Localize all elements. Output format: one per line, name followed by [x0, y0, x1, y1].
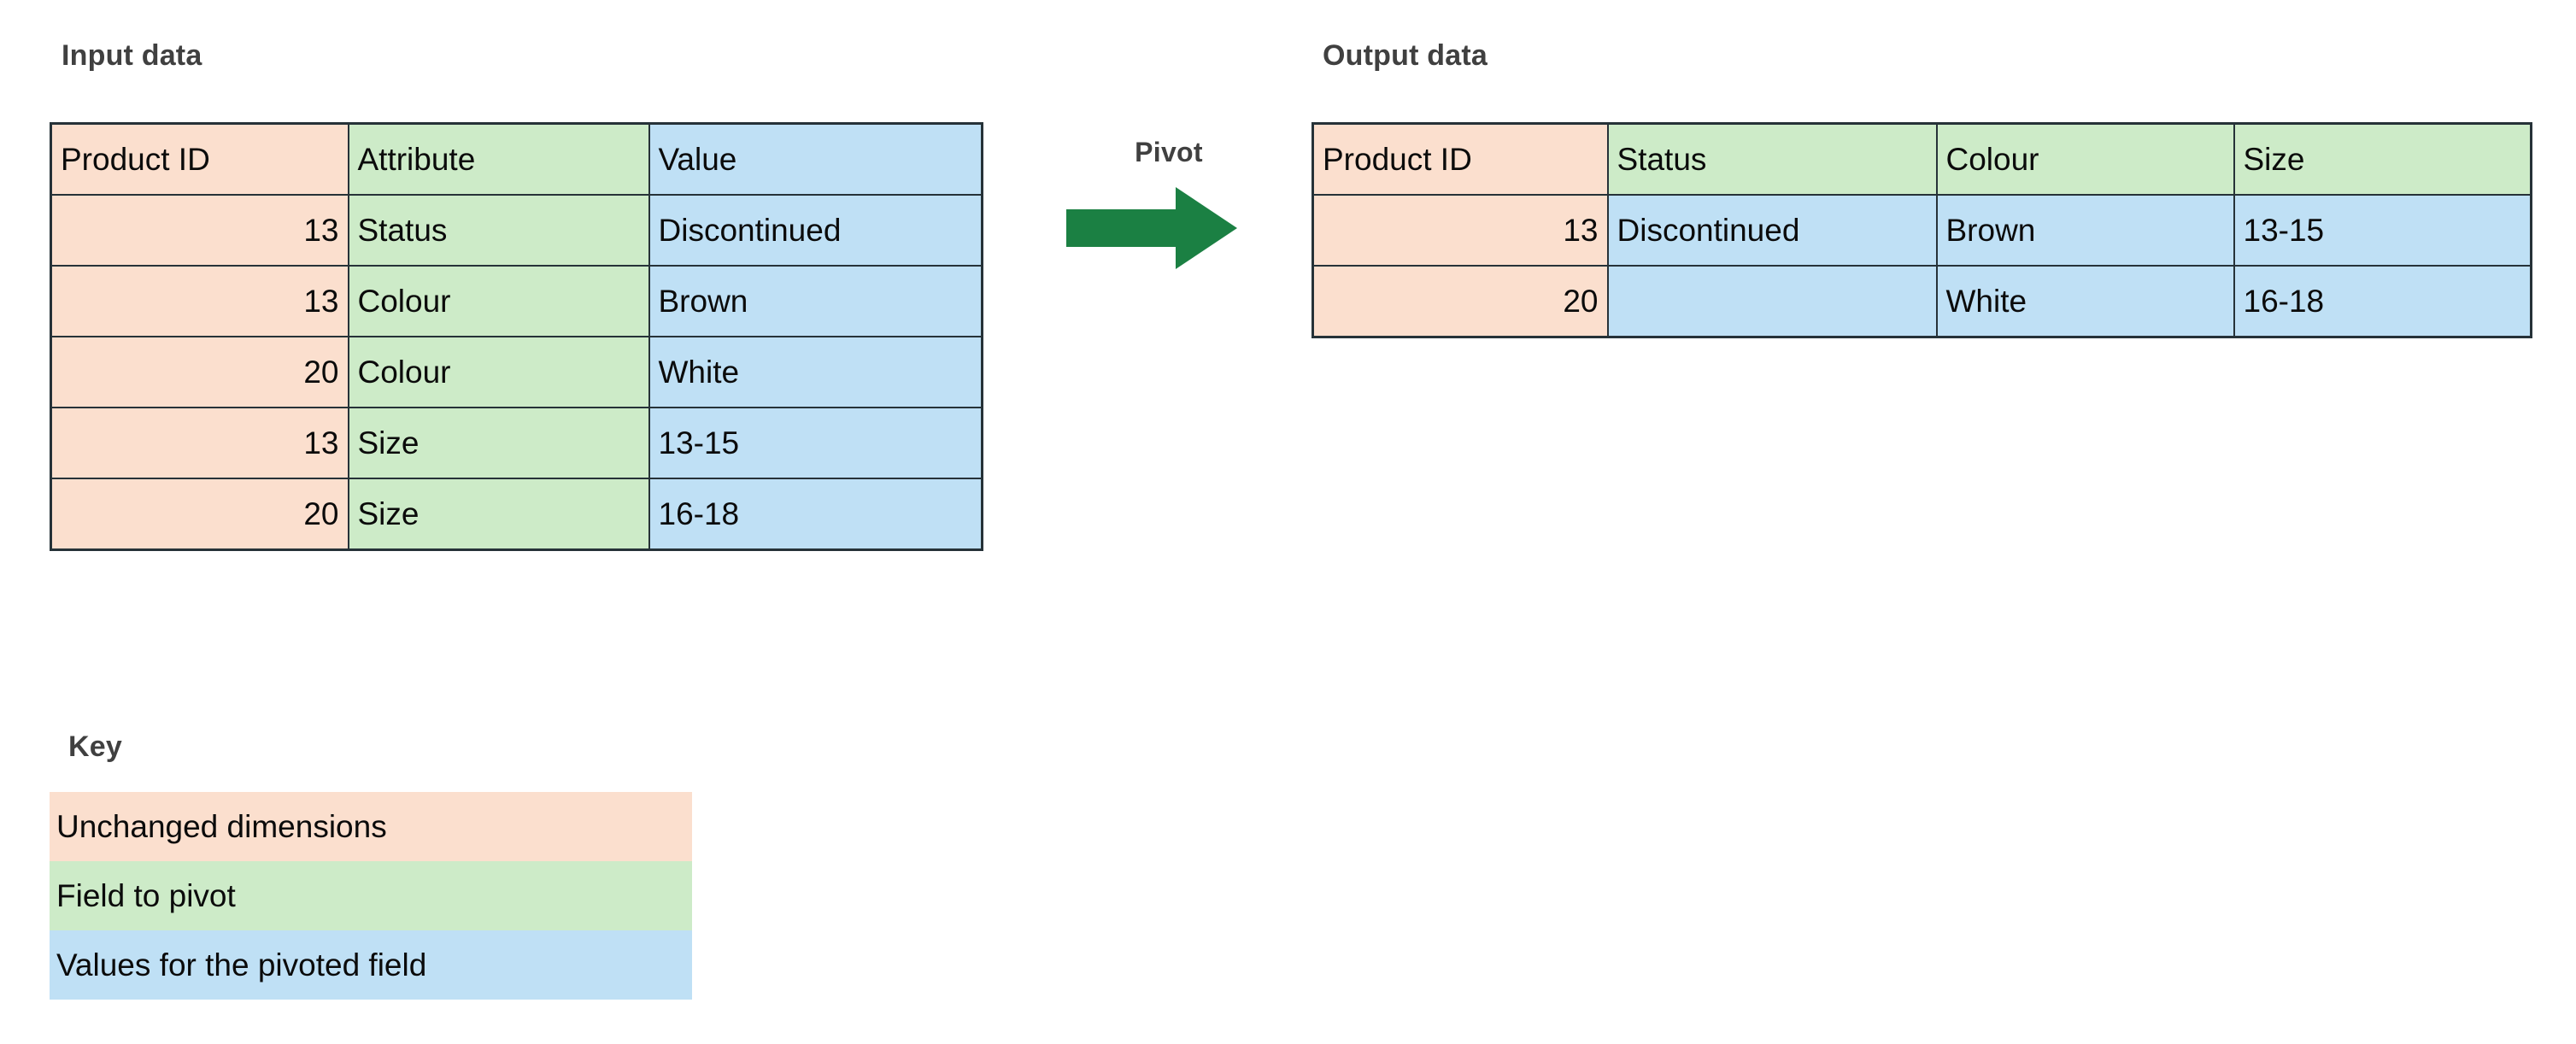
cell-attribute: Colour: [347, 265, 650, 337]
column-header-status: Status: [1606, 122, 1938, 196]
column-header-value: Value: [648, 122, 983, 196]
key-item-field-to-pivot: Field to pivot: [50, 861, 692, 930]
cell-attribute: Status: [347, 194, 650, 267]
table-row: 20 Colour White: [50, 336, 983, 408]
cell-value: Discontinued: [648, 194, 983, 267]
table-row: 13 Status Discontinued: [50, 194, 983, 267]
output-data-title: Output data: [1323, 39, 1488, 72]
cell-attribute: Size: [347, 407, 650, 479]
table-row: 20 Size 16-18: [50, 478, 983, 551]
cell-product-id: 20: [50, 336, 349, 408]
column-header-size: Size: [2233, 122, 2532, 196]
cell-value: Brown: [648, 265, 983, 337]
table-row: 20 White 16-18: [1311, 265, 2532, 338]
cell-size: 13-15: [2233, 194, 2532, 267]
output-data-table: Product ID Status Colour Size 13 Discont…: [1311, 122, 2532, 338]
key-legend: Unchanged dimensions Field to pivot Valu…: [50, 792, 692, 1000]
cell-product-id: 13: [50, 407, 349, 479]
cell-value: 13-15: [648, 407, 983, 479]
cell-product-id: 20: [1311, 265, 1609, 338]
cell-colour: White: [1935, 265, 2235, 338]
key-title: Key: [68, 730, 122, 763]
column-header-colour: Colour: [1935, 122, 2235, 196]
column-header-attribute: Attribute: [347, 122, 650, 196]
cell-product-id: 13: [50, 194, 349, 267]
input-data-table: Product ID Attribute Value 13 Status Dis…: [50, 122, 983, 551]
column-header-product-id: Product ID: [50, 122, 349, 196]
cell-product-id: 20: [50, 478, 349, 551]
table-row: 13 Size 13-15: [50, 407, 983, 479]
table-row: 13 Colour Brown: [50, 265, 983, 337]
cell-product-id: 13: [1311, 194, 1609, 267]
cell-attribute: Size: [347, 478, 650, 551]
cell-size: 16-18: [2233, 265, 2532, 338]
table-row: 13 Discontinued Brown 13-15: [1311, 194, 2532, 267]
arrow-right-icon: [1066, 187, 1237, 269]
key-item-unchanged-dimensions: Unchanged dimensions: [50, 792, 692, 861]
pivot-label: Pivot: [1135, 137, 1203, 167]
cell-status: [1606, 265, 1938, 338]
cell-colour: Brown: [1935, 194, 2235, 267]
cell-value: 16-18: [648, 478, 983, 551]
pivot-annotation: Pivot: [1066, 137, 1271, 275]
column-header-product-id: Product ID: [1311, 122, 1609, 196]
input-data-title: Input data: [62, 39, 202, 72]
cell-value: White: [648, 336, 983, 408]
table-header-row: Product ID Status Colour Size: [1311, 122, 2532, 196]
key-item-pivoted-values: Values for the pivoted field: [50, 930, 692, 1000]
cell-product-id: 13: [50, 265, 349, 337]
table-header-row: Product ID Attribute Value: [50, 122, 983, 196]
cell-attribute: Colour: [347, 336, 650, 408]
cell-status: Discontinued: [1606, 194, 1938, 267]
